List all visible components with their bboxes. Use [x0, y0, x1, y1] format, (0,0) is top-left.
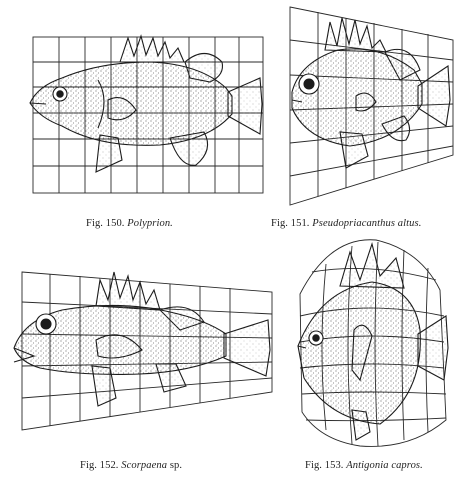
caption-fig-151-number: Fig. 151. — [271, 218, 310, 229]
caption-fig-153: Fig. 153. Antigonia capros. — [305, 460, 423, 471]
caption-fig-153-name: Antigonia capros. — [346, 460, 423, 471]
fig151-fish — [292, 18, 450, 168]
caption-fig-153-number: Fig. 153. — [305, 460, 344, 471]
caption-fig-151: Fig. 151. Pseudopriacanthus altus. — [271, 218, 421, 229]
fig152-fish — [14, 272, 270, 406]
caption-fig-150: Fig. 150. Polyprion. — [86, 218, 173, 229]
caption-fig-152: Fig. 152. Scorpaena sp. — [80, 460, 182, 471]
caption-fig-151-name: Pseudopriacanthus altus. — [312, 218, 421, 229]
fig150-drawing — [30, 36, 263, 193]
fig152-drawing — [14, 272, 272, 430]
caption-fig-152-name: Scorpaena — [121, 460, 167, 471]
caption-fig-152-suffix: sp. — [167, 460, 182, 471]
fig150-fish — [30, 36, 262, 172]
caption-fig-152-number: Fig. 152. — [80, 460, 119, 471]
caption-fig-150-number: Fig. 150. — [86, 218, 125, 229]
fig153-fish — [298, 244, 448, 440]
caption-fig-150-name: Polyprion. — [127, 218, 173, 229]
fig153-drawing — [298, 240, 448, 447]
fig151-drawing — [290, 7, 453, 205]
